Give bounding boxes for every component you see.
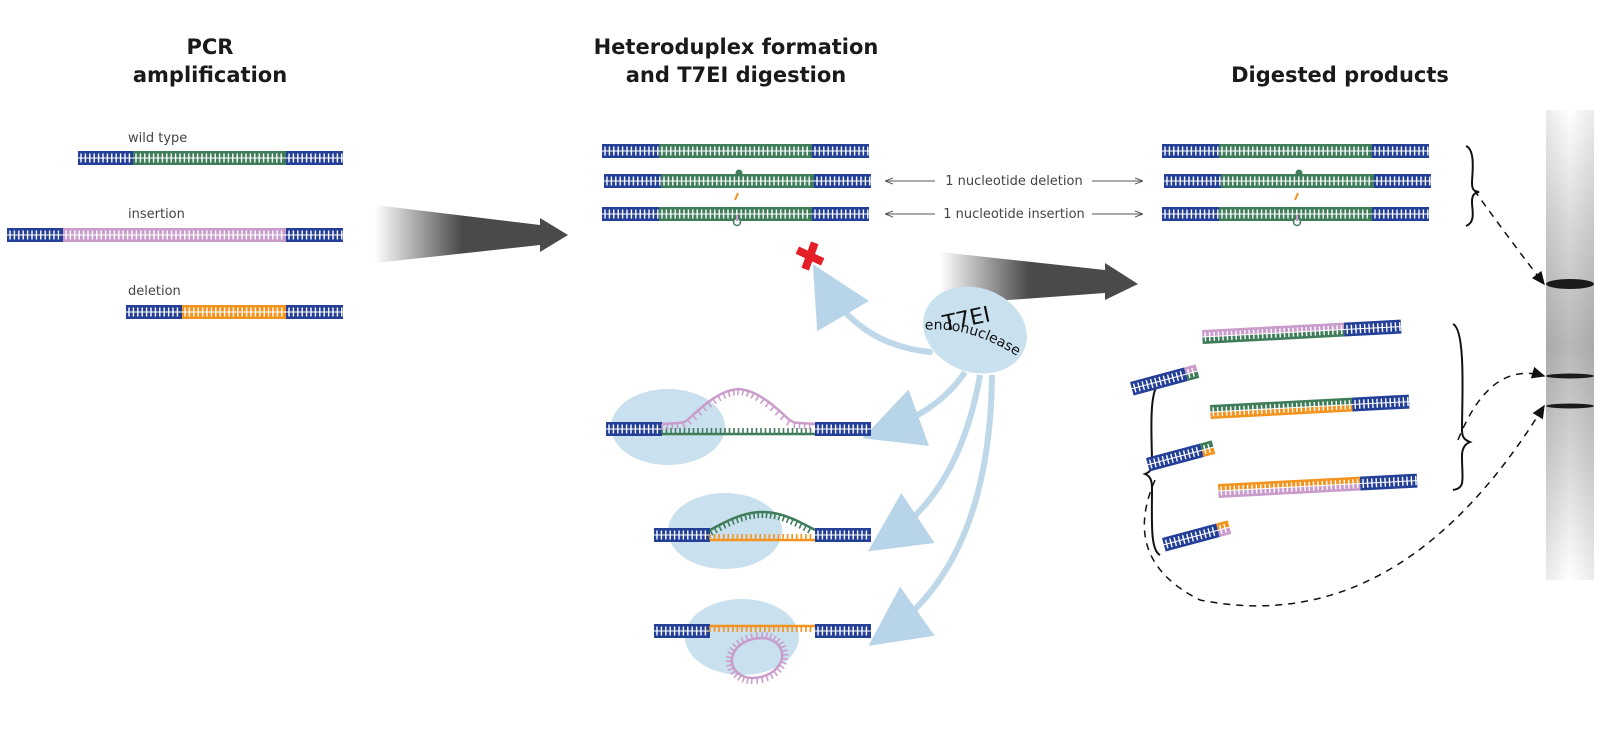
brace-large-fragments [1452,323,1473,491]
arrow-to-loop [868,374,995,646]
gel-band-uncut [1546,279,1594,289]
gel-band-small-fragment [1546,403,1594,409]
enzyme-action-arrows [812,264,995,646]
heteroduplex-homo [602,144,869,158]
dna-layer [7,144,1431,685]
brace-small-fragments [1142,381,1161,556]
fragment-large-3 [1218,473,1418,498]
dashed-arrow-uncut [1473,189,1545,286]
pcr-label-deletion: deletion [128,284,181,299]
pcr-title-line1: PCR [187,35,234,59]
arrow-to-homoduplex [812,264,933,355]
digest-uncut-homo [1162,144,1429,158]
arrow-to-insertion-bulge [862,370,968,446]
heteroduplex-deletion [604,169,871,201]
digest-uncut-deletion [1164,169,1431,201]
deletion-label: 1 nucleotide deletion [945,174,1082,189]
digest-section-title: Digested products [1231,63,1449,87]
not-cleaved-x-icon [795,241,825,271]
enzyme-bound-3 [685,599,799,675]
dashed-arrow-small [1143,404,1545,607]
gel-band-large-fragment [1546,373,1594,379]
deletion-annotation: 1 nucleotide deletion [886,174,1142,189]
process-arrow-1 [375,205,568,263]
pcr-label-wild-type: wild type [128,131,187,146]
digest-uncut-insertion [1162,207,1429,227]
hetero-section-title: Heteroduplex formation and T7EI digestio… [594,35,879,87]
insertion-label: 1 nucleotide insertion [943,207,1085,222]
dna-insertion [7,228,343,242]
heteroduplex-insertion [602,207,869,227]
pcr-label-insertion: insertion [128,207,185,222]
hetero-title-line1: Heteroduplex formation [594,35,879,59]
pcr-section-title: PCR amplification [133,35,287,87]
fragment-small-2 [1145,440,1216,472]
dna-deletion [126,305,343,319]
gel-lane [1546,110,1594,580]
insertion-annotation: 1 nucleotide insertion [886,207,1142,222]
dna-loop-bulge [654,624,871,685]
enzyme-ellipse [923,286,1027,374]
brace-uncut-group [1465,145,1480,227]
pcr-title-line2: amplification [133,63,287,87]
dna-insertion-bulge [606,387,871,436]
dna-deletion-bulge [654,510,871,542]
dashed-arrow-large [1457,366,1546,441]
t7ei-enzyme: T7EI endonuclease [923,286,1027,374]
fragment-large-2 [1210,394,1410,419]
fragment-large-1 [1202,319,1402,344]
dna-wild-type [78,151,343,165]
arrow-to-deletion-bulge [868,374,983,552]
fragment-small-3 [1161,520,1232,552]
fragment-small-1 [1130,364,1200,396]
hetero-title-line2: and T7EI digestion [626,63,847,87]
